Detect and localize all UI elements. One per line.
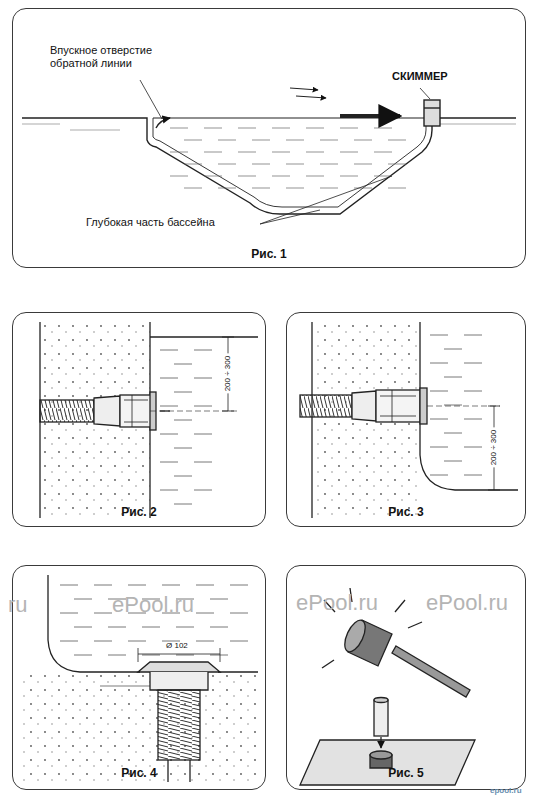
watermark: epool.ru [490,786,522,795]
pool-section [22,80,516,224]
figure-caption: Рис. 3 [287,505,525,519]
dimension: Ø 102 [166,641,188,650]
part-label: СКИММЕР [392,70,448,83]
figure-caption: Рис. 2 [13,505,265,519]
hammer-fitting [300,588,475,785]
figure-panel: Рис. 2 [12,312,266,527]
figure-caption: Рис. 1 [13,247,525,261]
watermark: ePool.ru [296,590,378,615]
watermark: ru [8,592,28,617]
dimension: 200 ÷ 300 [489,428,498,468]
watermark: ePool.ru [426,590,508,615]
wall-inlet [40,322,258,518]
floor-drain [20,575,260,782]
figure-caption: Рис. 4 [13,766,265,780]
part-label: Глубокая часть бассейна [84,216,217,229]
dimension: 200 ÷ 300 [223,354,232,394]
part-label: Впускное отверстие обратной линии [50,44,190,69]
figure-panel: Рис. 3 [286,312,526,527]
watermark: ePool.ru [112,592,194,617]
wall-inlet-floor [300,322,518,518]
figure-caption: Рис. 5 [287,766,525,780]
